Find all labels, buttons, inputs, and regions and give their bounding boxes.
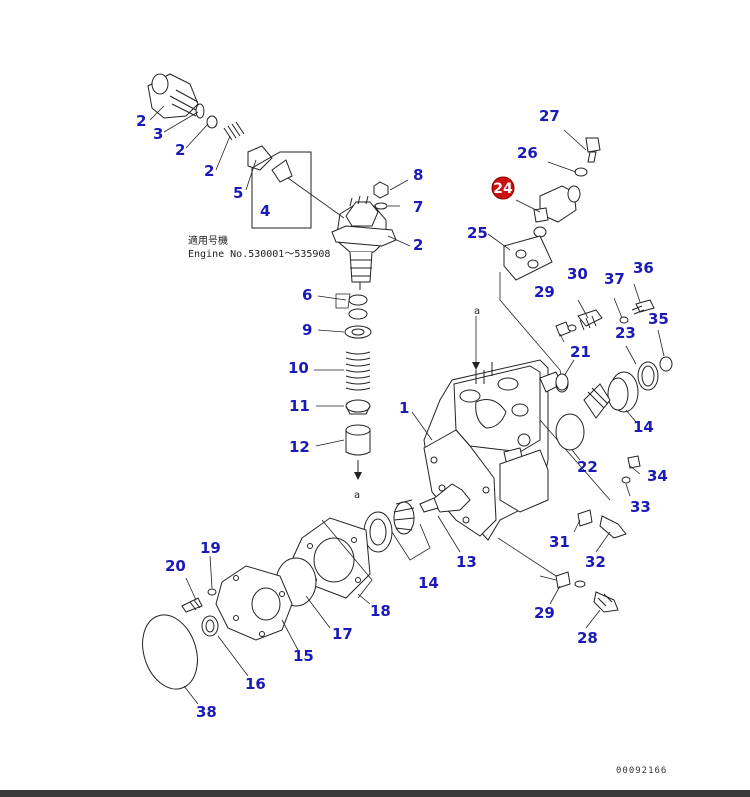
callout-9[interactable]: 9 xyxy=(302,321,312,339)
ref-a-top: a xyxy=(474,306,480,317)
callout-30[interactable]: 30 xyxy=(567,265,588,283)
callout-11[interactable]: 11 xyxy=(289,397,310,415)
leader-lines-left xyxy=(149,105,411,447)
callout-37[interactable]: 37 xyxy=(604,270,625,288)
callout-38[interactable]: 38 xyxy=(196,703,217,721)
callout-25[interactable]: 25 xyxy=(467,224,488,242)
callout-31[interactable]: 31 xyxy=(549,533,570,551)
callout-2[interactable]: 2 xyxy=(413,236,423,254)
drive-assembly xyxy=(142,499,431,705)
callout-19[interactable]: 19 xyxy=(200,539,221,557)
callout-13[interactable]: 13 xyxy=(456,553,477,571)
callout-6[interactable]: 6 xyxy=(302,286,312,304)
note-line-2: Engine No.530001～535908 xyxy=(188,249,330,260)
callout-3[interactable]: 3 xyxy=(153,125,163,143)
callout-22[interactable]: 22 xyxy=(577,458,598,476)
callout-2[interactable]: 2 xyxy=(136,112,146,130)
callout-numbers: 2 3 2 2 5 4 8 7 2 6 9 10 11 12 1 13 14 1… xyxy=(136,107,669,721)
callout-24-label: 24 xyxy=(493,181,513,197)
callout-1[interactable]: 1 xyxy=(399,399,409,417)
applicability-note: 適用号機 Engine No.530001～535908 xyxy=(188,234,330,260)
callout-2[interactable]: 2 xyxy=(204,162,214,180)
callout-12[interactable]: 12 xyxy=(289,438,310,456)
callout-18[interactable]: 18 xyxy=(370,602,391,620)
callout-23[interactable]: 23 xyxy=(615,324,636,342)
callout-20[interactable]: 20 xyxy=(165,557,186,575)
callout-5[interactable]: 5 xyxy=(233,184,243,202)
callout-34[interactable]: 34 xyxy=(647,467,668,485)
callout-2[interactable]: 2 xyxy=(175,141,185,159)
callout-14[interactable]: 14 xyxy=(418,574,439,592)
callout-17[interactable]: 17 xyxy=(332,625,353,643)
callout-26[interactable]: 26 xyxy=(517,144,538,162)
note-line-1: 適用号機 xyxy=(188,234,228,247)
bottom-border xyxy=(0,790,750,797)
callout-10[interactable]: 10 xyxy=(288,359,309,377)
callout-27[interactable]: 27 xyxy=(539,107,560,125)
callout-36[interactable]: 36 xyxy=(633,259,654,277)
callout-16[interactable]: 16 xyxy=(245,675,266,693)
callout-4[interactable]: 4 xyxy=(260,202,270,220)
drawing-code: 00092166 xyxy=(616,766,667,776)
callout-15[interactable]: 15 xyxy=(293,647,314,665)
pump-housing xyxy=(419,359,569,541)
ref-a-bottom: a xyxy=(354,490,360,501)
callout-29[interactable]: 29 xyxy=(534,283,555,301)
solenoid-assembly xyxy=(487,129,601,281)
callout-14[interactable]: 14 xyxy=(633,418,654,436)
callout-28[interactable]: 28 xyxy=(577,629,598,647)
callout-33[interactable]: 33 xyxy=(630,498,651,516)
callout-21[interactable]: 21 xyxy=(570,343,591,361)
callout-35[interactable]: 35 xyxy=(648,310,669,328)
sensor-assembly xyxy=(147,73,397,480)
highlighted-callout-24[interactable]: 24 xyxy=(491,176,515,200)
callout-29[interactable]: 29 xyxy=(534,604,555,622)
leader-lines-housing xyxy=(411,272,611,577)
callout-8[interactable]: 8 xyxy=(413,166,423,184)
right-parts xyxy=(539,283,673,629)
callout-7[interactable]: 7 xyxy=(413,198,423,216)
callout-32[interactable]: 32 xyxy=(585,553,606,571)
